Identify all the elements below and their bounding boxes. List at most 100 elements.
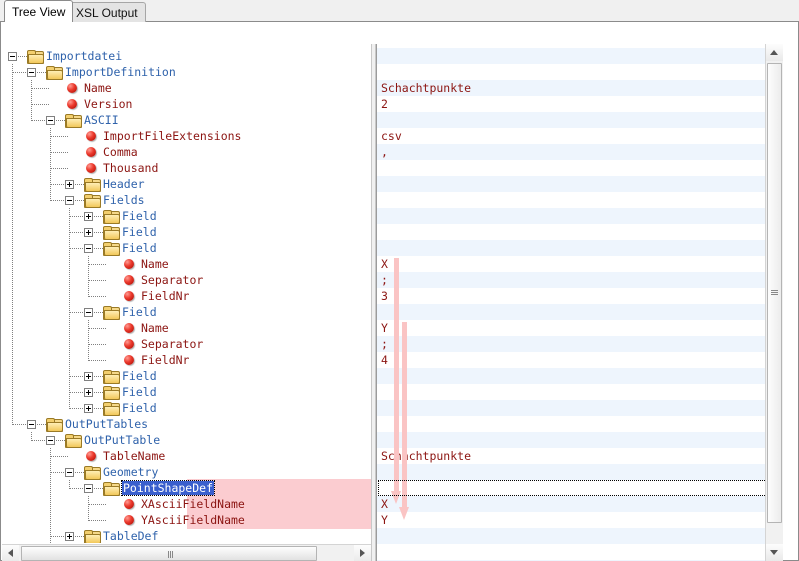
- tree-row[interactable]: TableDef: [2, 528, 371, 543]
- tree-row[interactable]: Header: [2, 176, 371, 192]
- tree-row[interactable]: ImportDefinition: [2, 64, 371, 80]
- tree-node-label[interactable]: Field: [122, 225, 157, 239]
- tree-node-label[interactable]: TableDef: [103, 529, 159, 543]
- value-row[interactable]: X: [377, 496, 783, 512]
- value-row[interactable]: [377, 400, 783, 416]
- value-row[interactable]: Y: [377, 320, 783, 336]
- value-row[interactable]: [377, 416, 783, 432]
- tree-node-label[interactable]: Field: [122, 209, 157, 223]
- tree-node-label[interactable]: Importdatei: [46, 49, 123, 63]
- tree-row[interactable]: Field: [2, 368, 371, 384]
- value-vertical-scrollbar[interactable]: [765, 44, 783, 561]
- tree-row[interactable]: Field: [2, 384, 371, 400]
- value-row[interactable]: [377, 208, 783, 224]
- tree-node-label[interactable]: Field: [122, 305, 157, 319]
- tree-node-label[interactable]: Field: [122, 401, 157, 415]
- tree-row[interactable]: Field: [2, 400, 371, 416]
- scroll-up-button[interactable]: [766, 44, 783, 61]
- value-row[interactable]: Y: [377, 512, 783, 528]
- tree-node-label[interactable]: Thousand: [103, 161, 159, 175]
- collapse-node-button[interactable]: [27, 420, 36, 429]
- expand-node-button[interactable]: [84, 372, 93, 381]
- tree-row[interactable]: Field: [2, 208, 371, 224]
- value-row[interactable]: [377, 192, 783, 208]
- tree-horizontal-scrollbar[interactable]: [2, 544, 371, 561]
- tree-row[interactable]: ImportFileExtensions: [2, 128, 371, 144]
- expand-node-button[interactable]: [65, 180, 74, 189]
- horizontal-scroll-thumb[interactable]: [21, 546, 317, 561]
- tree-node-label[interactable]: Geometry: [103, 465, 159, 479]
- value-row[interactable]: [377, 64, 783, 80]
- tree-node-label[interactable]: OutPutTables: [65, 417, 149, 431]
- expand-node-button[interactable]: [84, 228, 93, 237]
- value-row[interactable]: [377, 304, 783, 320]
- value-row[interactable]: [377, 368, 783, 384]
- tab-xsl-output[interactable]: XSL Output: [68, 2, 146, 22]
- tree-row[interactable]: XAsciiFieldName: [2, 496, 371, 512]
- tree-node-label[interactable]: Name: [84, 81, 112, 95]
- tree-node-label[interactable]: OutPutTable: [84, 433, 161, 447]
- tree-node-label[interactable]: Separator: [141, 337, 204, 351]
- expand-node-button[interactable]: [65, 532, 74, 541]
- collapse-node-button[interactable]: [8, 52, 17, 61]
- tree-node-label[interactable]: Field: [122, 385, 157, 399]
- tree-node-label[interactable]: ASCII: [84, 113, 119, 127]
- value-row[interactable]: [377, 48, 783, 64]
- tree-row[interactable]: Separator: [2, 272, 371, 288]
- panel-splitter[interactable]: [371, 44, 376, 561]
- expand-node-button[interactable]: [84, 212, 93, 221]
- tab-tree-view[interactable]: Tree View: [4, 0, 74, 22]
- tree-node-label[interactable]: TableName: [103, 449, 166, 463]
- collapse-node-button[interactable]: [27, 68, 36, 77]
- tree-row[interactable]: Fields: [2, 192, 371, 208]
- value-row[interactable]: [377, 384, 783, 400]
- tree-row[interactable]: Field: [2, 304, 371, 320]
- scroll-left-button[interactable]: [2, 545, 19, 561]
- tree-row[interactable]: Name: [2, 320, 371, 336]
- value-row[interactable]: [377, 160, 783, 176]
- collapse-node-button[interactable]: [84, 244, 93, 253]
- value-row[interactable]: 4: [377, 352, 783, 368]
- tree-node-label[interactable]: Header: [103, 177, 145, 191]
- value-row[interactable]: Schachtpunkte: [377, 448, 783, 464]
- tree-node-label[interactable]: Separator: [141, 273, 204, 287]
- tree-node-label[interactable]: XAsciiFieldName: [141, 497, 245, 511]
- tree-row[interactable]: Field: [2, 240, 371, 256]
- tree-row[interactable]: Thousand: [2, 160, 371, 176]
- collapse-node-button[interactable]: [65, 196, 74, 205]
- value-row[interactable]: X: [377, 256, 783, 272]
- value-row[interactable]: ;: [377, 272, 783, 288]
- value-row[interactable]: [377, 224, 783, 240]
- tree-node-label[interactable]: Comma: [103, 145, 138, 159]
- tree-node-label[interactable]: ImportFileExtensions: [103, 129, 242, 143]
- expand-node-button[interactable]: [84, 404, 93, 413]
- value-row[interactable]: [377, 432, 783, 448]
- tree-node-label[interactable]: FieldNr: [141, 289, 190, 303]
- tree-node-label[interactable]: Name: [141, 321, 169, 335]
- vertical-scroll-thumb[interactable]: [767, 63, 782, 523]
- tree-node-label[interactable]: ImportDefinition: [65, 65, 176, 79]
- collapse-node-button[interactable]: [46, 116, 55, 125]
- value-row[interactable]: [377, 240, 783, 256]
- tree-node-label[interactable]: Version: [84, 97, 133, 111]
- tree-row[interactable]: ASCII: [2, 112, 371, 128]
- tree-row[interactable]: Importdatei: [2, 48, 371, 64]
- tree-row[interactable]: OutPutTables: [2, 416, 371, 432]
- value-row[interactable]: ;: [377, 336, 783, 352]
- tree-node-label[interactable]: FieldNr: [141, 353, 190, 367]
- tree-row[interactable]: YAsciiFieldName: [2, 512, 371, 528]
- tree-row[interactable]: Name: [2, 80, 371, 96]
- tree-row[interactable]: Separator: [2, 336, 371, 352]
- tree-node-label[interactable]: Field: [122, 369, 157, 383]
- expand-node-button[interactable]: [84, 388, 93, 397]
- value-row[interactable]: [377, 112, 783, 128]
- tree-row[interactable]: Version: [2, 96, 371, 112]
- value-row[interactable]: 2: [377, 96, 783, 112]
- tree-row[interactable]: OutPutTable: [2, 432, 371, 448]
- value-row[interactable]: Schachtpunkte: [377, 80, 783, 96]
- value-row[interactable]: 3: [377, 288, 783, 304]
- tree-row[interactable]: Geometry: [2, 464, 371, 480]
- collapse-node-button[interactable]: [65, 468, 74, 477]
